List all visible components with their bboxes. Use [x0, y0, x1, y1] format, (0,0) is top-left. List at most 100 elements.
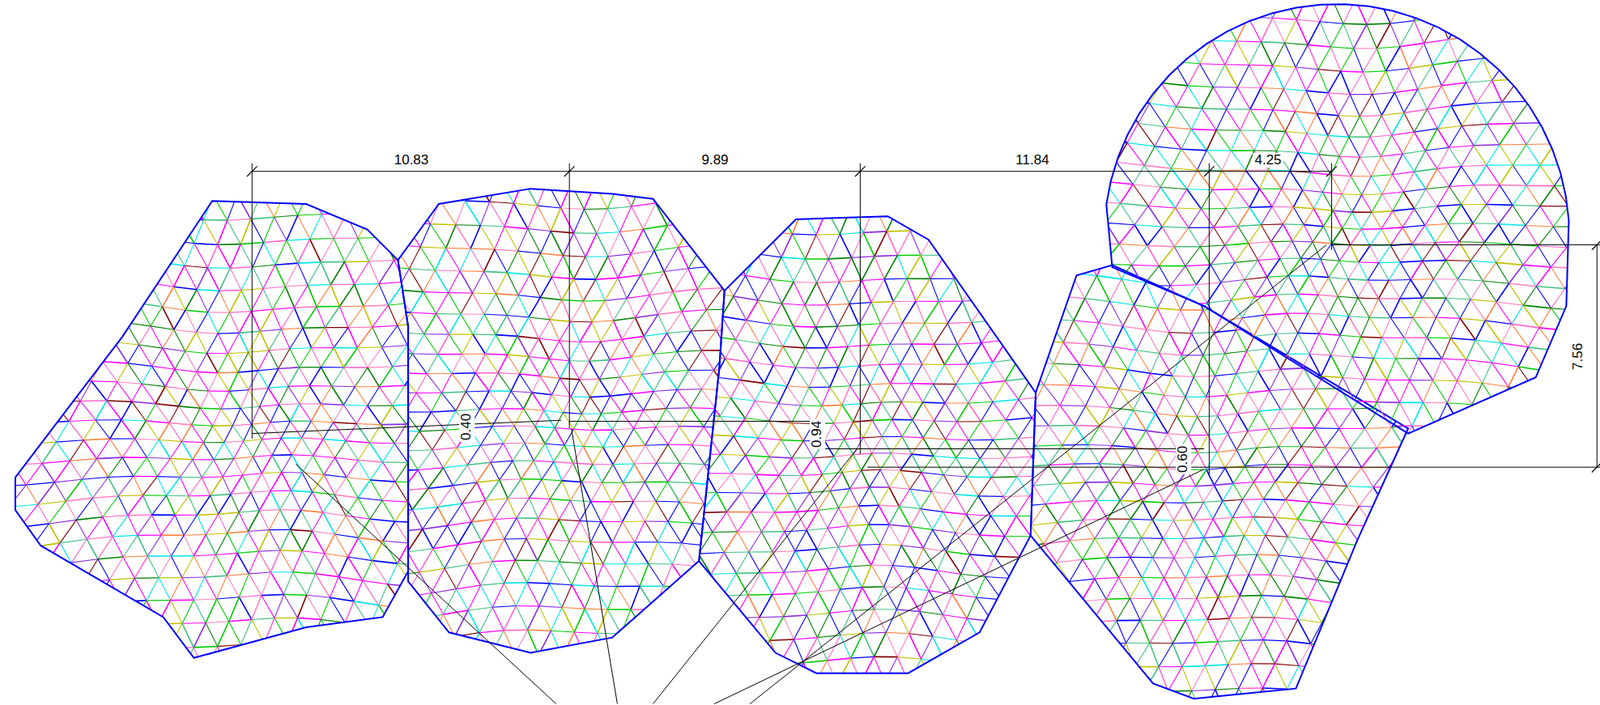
mesh-member: [113, 300, 127, 324]
mesh-member: [540, 253, 564, 256]
mesh-member: [261, 473, 271, 492]
mesh-member: [81, 477, 108, 481]
mesh-member: [137, 514, 153, 536]
mesh-member: [54, 479, 82, 483]
mesh-member: [583, 184, 595, 210]
mesh-member: [460, 153, 486, 155]
mesh-member: [394, 443, 409, 464]
mesh-member: [134, 577, 159, 579]
mesh-member: [108, 457, 124, 477]
mesh-member: [495, 335, 518, 337]
mesh-member: [455, 224, 481, 226]
mesh-member: [21, 254, 35, 277]
mesh-member: [251, 424, 263, 440]
mesh-member: [126, 166, 151, 169]
mesh-member: [17, 570, 30, 591]
mesh-member: [56, 208, 81, 211]
mesh-member: [217, 371, 239, 374]
mesh-member: [58, 672, 70, 694]
mesh-member: [408, 482, 422, 503]
mesh-member: [0, 254, 10, 256]
mesh-member: [378, 284, 388, 306]
mesh-member: [243, 439, 263, 442]
mesh-member: [121, 420, 136, 439]
mesh-member: [155, 191, 165, 215]
mesh-member: [228, 671, 239, 697]
mesh-member: [217, 621, 230, 647]
mesh-member: [251, 309, 273, 311]
mesh-member: [691, 330, 717, 332]
mesh-member: [5, 591, 30, 592]
mesh-member: [299, 404, 311, 422]
mesh-member: [88, 320, 101, 341]
mesh-member: [336, 672, 349, 694]
mesh-member: [459, 271, 473, 294]
mesh-member: [653, 391, 667, 409]
mesh-member: [434, 231, 459, 234]
mesh-member: [34, 339, 63, 341]
mesh-member: [0, 486, 9, 507]
mesh-member: [444, 411, 456, 431]
mesh-member: [43, 587, 57, 611]
mesh-member: [208, 373, 218, 392]
mesh-member: [157, 459, 171, 477]
mesh-member: [72, 275, 88, 298]
mesh-member: [217, 597, 240, 600]
mesh-member: [183, 534, 206, 537]
mesh-member: [274, 617, 298, 619]
mesh-member: [204, 671, 230, 673]
mesh-member: [56, 210, 71, 231]
mesh-member: [194, 243, 208, 269]
mesh-member: [706, 310, 717, 331]
mesh-member: [58, 671, 83, 673]
mesh-member: [8, 634, 22, 656]
mesh-member: [227, 531, 249, 534]
mesh-member: [531, 392, 553, 396]
mesh-member: [692, 174, 717, 176]
mesh-member: [272, 438, 281, 456]
mesh-member: [422, 654, 435, 677]
mesh-member: [583, 208, 608, 210]
mesh-member: [251, 422, 271, 425]
mesh-member: [260, 192, 274, 218]
mesh-member: [288, 386, 300, 404]
mesh-member: [64, 361, 77, 382]
mesh-member: [570, 301, 583, 322]
mesh-member: [370, 519, 383, 541]
mesh-member: [595, 279, 605, 301]
mesh-member: [122, 457, 133, 477]
mesh-member: [672, 268, 689, 293]
mesh-member: [203, 219, 227, 222]
mesh-member: [449, 314, 461, 335]
mesh-member: [212, 408, 222, 426]
mesh-member: [609, 357, 631, 360]
mesh-member: [117, 672, 131, 693]
mesh-member: [86, 517, 103, 540]
mesh-member: [531, 392, 545, 411]
mesh-member: [596, 208, 609, 235]
mesh-member: [247, 167, 273, 170]
mesh-member: [579, 361, 590, 380]
mesh-member: [389, 391, 405, 413]
mesh-member: [302, 472, 313, 493]
mesh-member: [612, 320, 622, 340]
mesh-member: [582, 157, 607, 159]
mesh-member: [12, 403, 26, 425]
mesh-member: [241, 267, 253, 291]
mesh-member: [604, 300, 613, 321]
mesh-member: [248, 350, 269, 353]
mesh-member: [270, 422, 281, 439]
mesh-member: [298, 366, 321, 368]
mesh-member: [8, 633, 34, 635]
mesh-member: [472, 334, 496, 337]
mesh-member: [331, 385, 356, 388]
mesh-member: [678, 246, 689, 269]
mesh-member: [74, 319, 89, 342]
mesh-member: [57, 608, 69, 631]
mesh-member: [56, 188, 68, 211]
mesh-member: [370, 213, 383, 239]
mesh-member: [358, 190, 383, 192]
mesh-member: [369, 170, 394, 171]
mesh-member: [697, 266, 714, 290]
mesh-member: [513, 203, 528, 229]
